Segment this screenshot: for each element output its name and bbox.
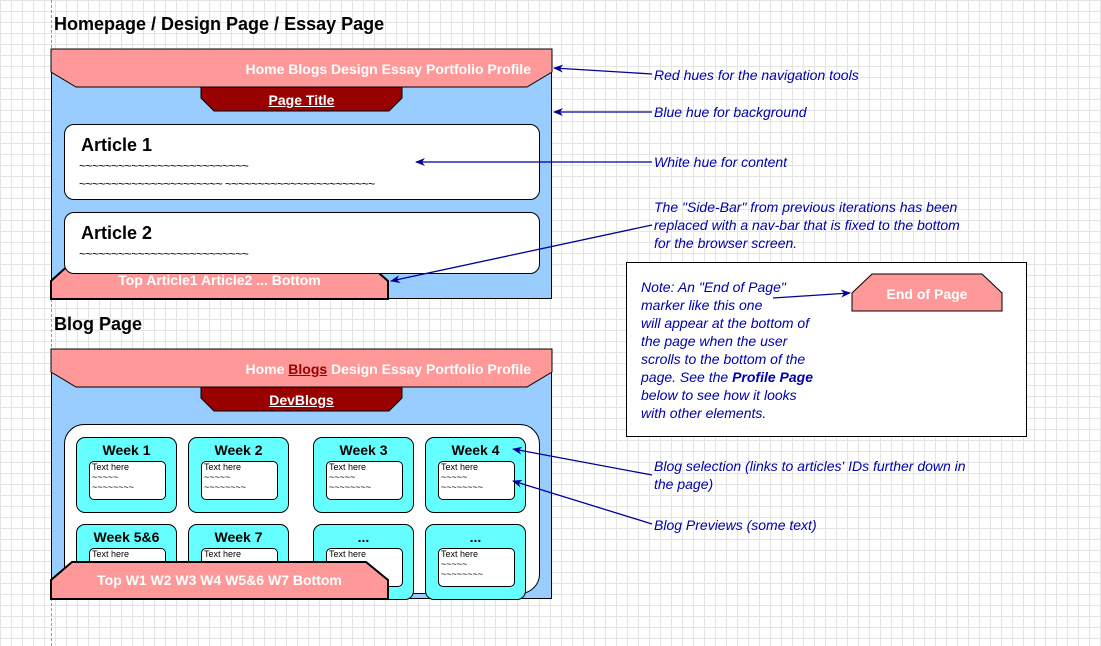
- week-more-1-title: ...: [357, 529, 370, 545]
- week-1-title: Week 1: [102, 442, 151, 458]
- note-line-3-text: will appear at the bottom of: [641, 315, 810, 331]
- note-line-2: marker like this one: [641, 296, 813, 314]
- week-3-tile[interactable]: Week 3 Text here ~~~~~ ~~~~~~~~: [313, 437, 414, 513]
- annotation-red-hues: Red hues for the navigation tools: [654, 67, 859, 83]
- week-more-2-title: ...: [469, 529, 482, 545]
- note-line-6-text: page. See the: [641, 369, 733, 385]
- week-1-preview: Text here ~~~~~ ~~~~~~~~: [89, 461, 166, 500]
- homepage-nav-shape: [50, 48, 553, 88]
- arrow-red-hues: [553, 64, 653, 75]
- arrow-blog-previews: [512, 479, 653, 525]
- annotation-sidebar: The "Side-Bar" from previous iterations …: [654, 198, 960, 252]
- preview-text: Text here: [92, 462, 130, 472]
- homepage-section-title: Homepage / Design Page / Essay Page: [54, 14, 385, 34]
- annotation-blue-hue: Blue hue for background: [654, 104, 807, 120]
- preview-tilde: ~~~~~~~~: [441, 569, 484, 579]
- end-of-page-marker[interactable]: End of Page: [886, 286, 968, 302]
- preview-tilde: ~~~~~~~~: [204, 482, 247, 492]
- annotation-sidebar-line-1: The "Side-Bar" from previous iterations …: [654, 199, 958, 215]
- blog-bottom-nav-links[interactable]: Top W1 W2 W3 W4 W5&6 W7 Bottom: [97, 572, 342, 588]
- article-1-title: Article 1: [81, 135, 153, 155]
- arrow-end-of-page: [772, 289, 851, 299]
- week-2-tile[interactable]: Week 2 Text here ~~~~~ ~~~~~~~~: [188, 437, 289, 513]
- preview-text: Text here: [204, 549, 242, 559]
- week-more-2-tile[interactable]: ... Text here ~~~~~ ~~~~~~~~: [425, 524, 526, 600]
- preview-tilde: ~~~~~: [441, 559, 468, 569]
- week-1-tile[interactable]: Week 1 Text here ~~~~~ ~~~~~~~~: [76, 437, 177, 513]
- blog-nav-links[interactable]: Home Blogs Design Essay Portfolio Profil…: [245, 361, 531, 377]
- annotation-white-hue: White hue for content: [654, 154, 788, 170]
- blog-page-title[interactable]: DevBlogs: [269, 392, 334, 408]
- note-line-5: scrolls to the bottom of the: [641, 350, 813, 368]
- blog-nav-rest[interactable]: Design Essay Portfolio Profile: [327, 361, 531, 377]
- preview-text: Text here: [204, 462, 242, 472]
- annotation-blog-selection: Blog selection (links to articles' IDs f…: [654, 457, 966, 493]
- arrow-blog-selection: [512, 446, 653, 476]
- note-line-7-text: below to see how it looks: [641, 387, 797, 403]
- homepage-nav-links[interactable]: Home Blogs Design Essay Portfolio Profil…: [245, 61, 531, 77]
- note-text: Note: An "End of Page" marker like this …: [641, 278, 813, 422]
- blog-nav-active[interactable]: Blogs: [288, 361, 328, 377]
- note-line-1: Note: An "End of Page": [641, 278, 813, 296]
- preview-tilde: ~~~~~: [204, 472, 231, 482]
- article-2-line-1: ~~~~~~~~~~~~~~~~~~~~~~~~~~: [79, 247, 249, 261]
- note-line-3: will appear at the bottom of: [641, 314, 813, 332]
- preview-tilde: ~~~~~~~~: [92, 482, 135, 492]
- page-guide-line: [51, 0, 52, 646]
- week-2-title: Week 2: [214, 442, 263, 458]
- annotation-blog-selection-line-2: the page): [654, 476, 714, 492]
- note-line-5-text: scrolls to the bottom of the: [641, 351, 806, 367]
- annotation-sidebar-line-2: replaced with a nav-bar that is fixed to…: [654, 217, 960, 233]
- annotation-sidebar-line-3: for the browser screen.: [654, 235, 798, 251]
- arrow-sidebar: [390, 224, 653, 284]
- note-line-2-text: marker like this one: [641, 297, 763, 313]
- blog-title-shape: [200, 386, 403, 412]
- annotation-blog-previews: Blog Previews (some text): [654, 517, 817, 533]
- preview-tilde: ~~~~~~~~: [329, 482, 372, 492]
- end-of-page-marker-shape: [851, 273, 1003, 312]
- week-more-2-preview: Text here ~~~~~ ~~~~~~~~: [438, 548, 515, 587]
- preview-tilde: ~~~~~: [441, 472, 468, 482]
- article-2-card: Article 2 ~~~~~~~~~~~~~~~~~~~~~~~~~~: [64, 212, 540, 274]
- note-line-7: below to see how it looks: [641, 386, 813, 404]
- preview-text: Text here: [441, 462, 479, 472]
- note-line-8-text: with other elements.: [641, 405, 767, 421]
- preview-text: Text here: [329, 549, 367, 559]
- week-4-preview: Text here ~~~~~ ~~~~~~~~: [438, 461, 515, 500]
- preview-text: Text here: [441, 549, 479, 559]
- week-3-preview: Text here ~~~~~ ~~~~~~~~: [326, 461, 403, 500]
- homepage-bottom-nav-links[interactable]: Top Article1 Article2 ... Bottom: [118, 272, 321, 288]
- annotation-blog-selection-line-1: Blog selection (links to articles' IDs f…: [654, 458, 966, 474]
- note-line-8: with other elements.: [641, 404, 813, 422]
- article-1-line-1: ~~~~~~~~~~~~~~~~~~~~~~~~~~: [79, 159, 249, 173]
- homepage-title-shape: [200, 86, 403, 112]
- note-line-4-text: the page when the user: [641, 333, 788, 349]
- article-1-line-2: ~~~~~~~~~~~~~~~~~~~~~~ ~~~~~~~~~~~~~~~~~…: [79, 177, 375, 191]
- preview-text: Text here: [329, 462, 367, 472]
- note-line-4: the page when the user: [641, 332, 813, 350]
- homepage-page-title[interactable]: Page Title: [268, 92, 335, 108]
- week-3-title: Week 3: [339, 442, 388, 458]
- note-line-6: page. See the Profile Page: [641, 368, 813, 386]
- blog-nav-home-etc[interactable]: Home: [245, 361, 289, 377]
- article-2-title: Article 2: [81, 223, 153, 243]
- blog-nav-shape: [50, 348, 553, 388]
- week-5-6-title: Week 5&6: [93, 529, 160, 545]
- blog-section-title: Blog Page: [54, 314, 143, 334]
- week-2-preview: Text here ~~~~~ ~~~~~~~~: [201, 461, 278, 500]
- note-profile-page-link: Profile Page: [732, 369, 813, 385]
- week-4-tile[interactable]: Week 4 Text here ~~~~~ ~~~~~~~~: [425, 437, 526, 513]
- preview-tilde: ~~~~~~~~: [441, 482, 484, 492]
- preview-tilde: ~~~~~: [329, 472, 356, 482]
- blog-bottom-nav-shape: [50, 561, 389, 600]
- week-4-title: Week 4: [451, 442, 500, 458]
- preview-tilde: ~~~~~: [92, 472, 119, 482]
- preview-text: Text here: [92, 549, 130, 559]
- note-line-1-text: Note: An "End of Page": [641, 279, 786, 295]
- week-7-title: Week 7: [214, 529, 263, 545]
